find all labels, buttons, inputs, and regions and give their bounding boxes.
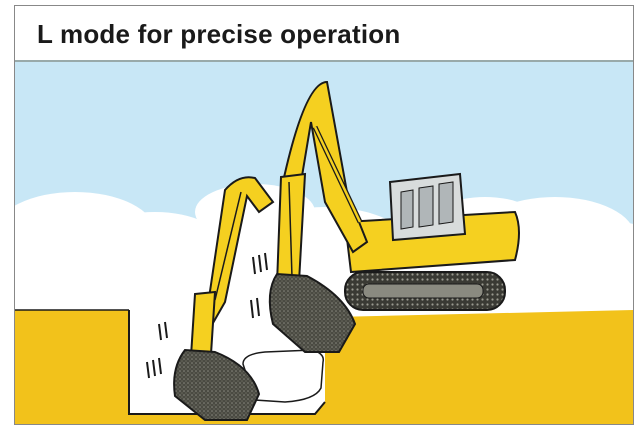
title-bar: L mode for precise operation [15, 6, 633, 62]
illustration-panel: L mode for precise operation [14, 5, 634, 425]
panel-title: L mode for precise operation [37, 19, 400, 50]
excavator-illustration [15, 62, 634, 425]
